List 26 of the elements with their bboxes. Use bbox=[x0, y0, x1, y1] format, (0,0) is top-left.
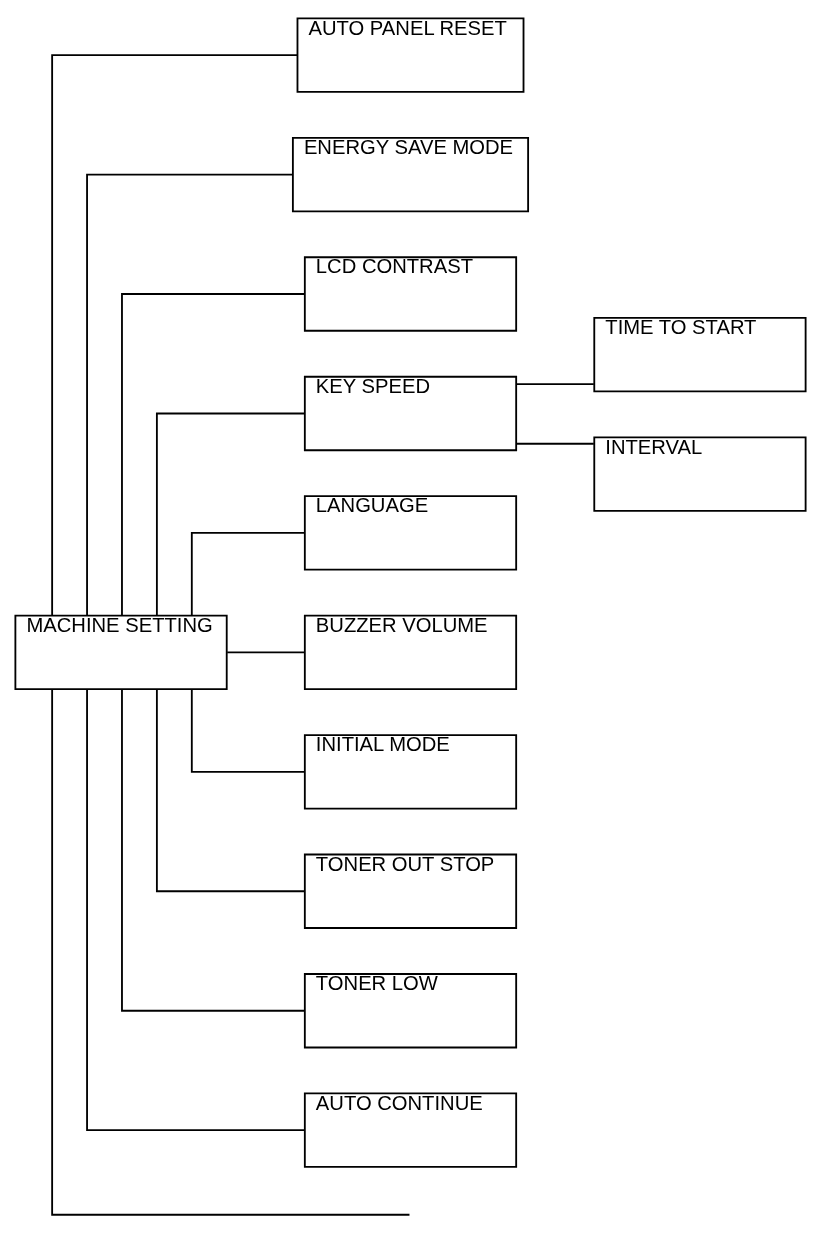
node-box: INTERVAL bbox=[593, 435, 807, 512]
connector bbox=[86, 173, 294, 616]
connector bbox=[190, 688, 306, 773]
node-box: BUZZER VOLUME bbox=[303, 614, 518, 690]
connector bbox=[515, 442, 595, 445]
connector bbox=[155, 687, 306, 892]
node-box: MACHINE SETTING bbox=[14, 614, 228, 690]
connector bbox=[51, 687, 411, 1216]
node-box: TIME TO START bbox=[593, 316, 807, 392]
node-box: AUTO PANEL RESET bbox=[296, 16, 525, 93]
connector bbox=[226, 650, 306, 653]
node-box: INITIAL MODE bbox=[303, 733, 518, 809]
node-box: TONER LOW bbox=[303, 972, 518, 1048]
connector bbox=[51, 53, 299, 616]
node-box: LANGUAGE bbox=[303, 494, 518, 571]
connector bbox=[155, 412, 306, 616]
connector bbox=[190, 531, 306, 616]
node-box: ENERGY SAVE MODE bbox=[291, 136, 530, 212]
node-box: KEY SPEED bbox=[303, 375, 518, 451]
connector bbox=[515, 382, 595, 385]
node-box: AUTO CONTINUE bbox=[303, 1092, 518, 1168]
node-box: LCD CONTRAST bbox=[303, 255, 518, 332]
connector bbox=[121, 687, 306, 1012]
node-box: TONER OUT STOP bbox=[303, 853, 518, 929]
connector bbox=[121, 292, 306, 616]
connector bbox=[86, 688, 306, 1131]
